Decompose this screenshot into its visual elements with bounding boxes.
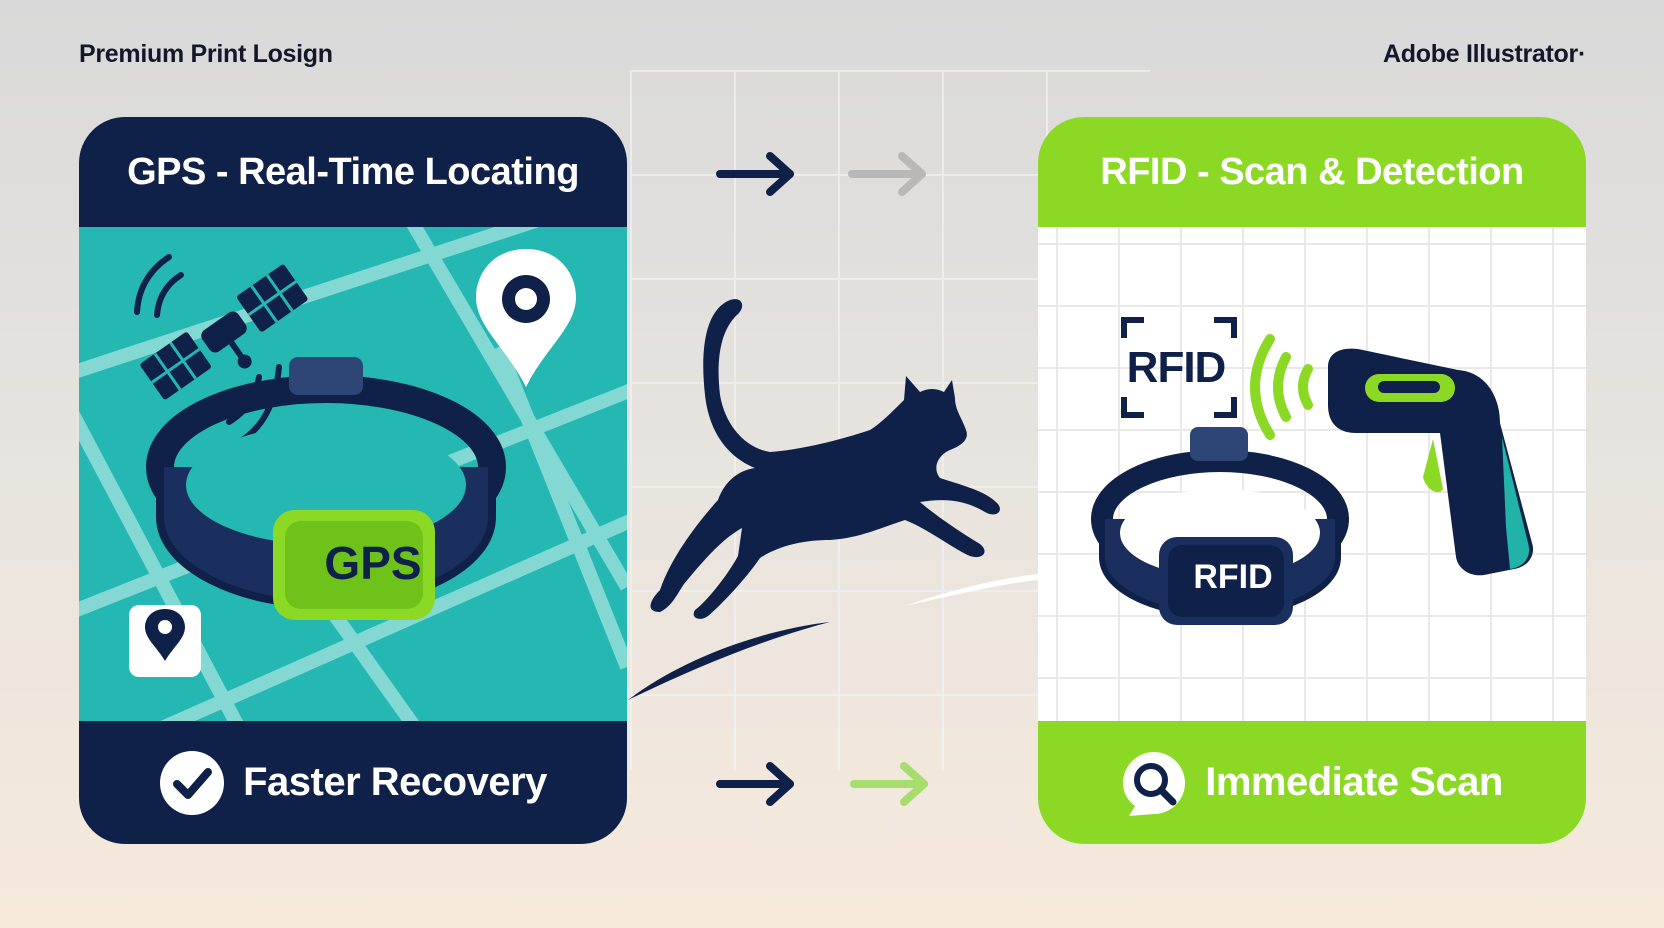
gps-footer-label: Faster Recovery bbox=[243, 760, 547, 804]
satellite-icon bbox=[140, 264, 308, 400]
magnifier-icon bbox=[1123, 751, 1186, 816]
rfid-card-footer: Immediate Scan bbox=[1038, 721, 1586, 844]
rfid-scanner-gun-icon bbox=[1328, 348, 1534, 576]
gps-card: GPS - Real-Time Locating bbox=[79, 117, 627, 844]
arrow-right-green-icon bbox=[850, 762, 928, 806]
rfid-scan-illustration bbox=[1091, 317, 1534, 625]
brand-label-left: Premium Print Losign bbox=[79, 40, 333, 68]
map-marker-tile-icon bbox=[129, 605, 201, 677]
rfid-card: RFID - Scan & Detection bbox=[1038, 117, 1586, 844]
scan-signal-waves bbox=[1250, 334, 1313, 440]
rfid-tag-label: RFID bbox=[1126, 343, 1227, 392]
location-pin-icon bbox=[476, 249, 576, 387]
rfid-scan-panel bbox=[1038, 227, 1586, 721]
rfid-footer-label: Immediate Scan bbox=[1205, 760, 1503, 804]
gps-card-footer: Faster Recovery bbox=[79, 721, 627, 844]
rfid-band-label: RFID bbox=[1193, 557, 1273, 596]
gps-map-panel bbox=[79, 227, 627, 721]
brand-label-right: Adobe Illustrator· bbox=[1383, 40, 1586, 68]
rfid-tag-frame-icon bbox=[1121, 317, 1237, 418]
checkmark-circle-icon bbox=[160, 750, 225, 815]
rfid-card-title: RFID - Scan & Detection bbox=[1100, 150, 1524, 193]
gps-collar-icon bbox=[146, 357, 506, 620]
rfid-collar-icon bbox=[1091, 427, 1349, 625]
gps-card-title: GPS - Real-Time Locating bbox=[127, 150, 579, 193]
gps-band-label: GPS bbox=[324, 537, 422, 589]
arrow-right-bottom-icon bbox=[716, 762, 794, 806]
gps-map-illustration bbox=[79, 227, 627, 721]
